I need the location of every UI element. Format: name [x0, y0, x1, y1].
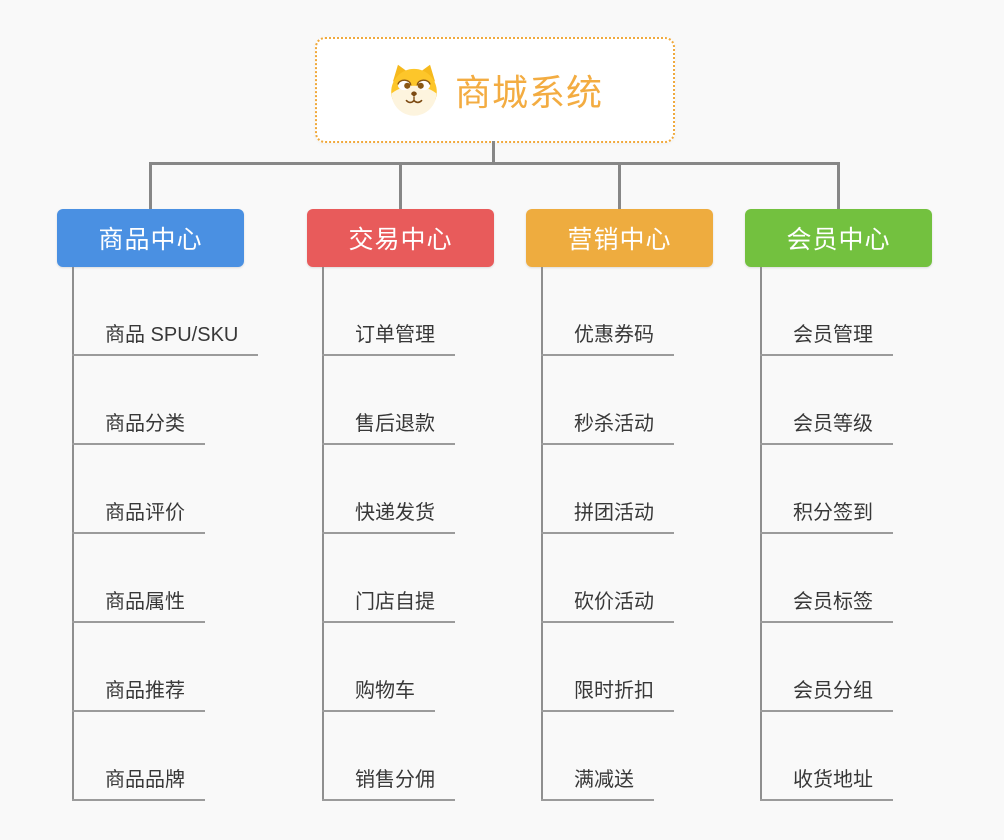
node-shipping-address[interactable]: 收货地址: [760, 767, 893, 801]
connector-drop-trade: [399, 163, 402, 210]
node-product-attribute[interactable]: 商品属性: [72, 589, 205, 623]
node-aftersale-refund[interactable]: 售后退款: [322, 411, 455, 445]
node-member-level[interactable]: 会员等级: [760, 411, 893, 445]
connector-horizontal-bar: [149, 162, 840, 165]
root-node-mall-system[interactable]: 商城系统: [315, 37, 675, 143]
branch-trade-center: 交易中心 订单管理 售后退款 快递发货 门店自提 购物车 销售分佣: [307, 209, 494, 801]
node-order-management[interactable]: 订单管理: [322, 322, 455, 356]
node-limited-time-discount[interactable]: 限时折扣: [541, 678, 674, 712]
node-group-buy[interactable]: 拼团活动: [541, 500, 674, 534]
branch-product-center: 商品中心 商品 SPU/SKU 商品分类 商品评价 商品属性 商品推荐 商品品牌: [57, 209, 259, 801]
node-member-management[interactable]: 会员管理: [760, 322, 893, 356]
connector-root-stem: [492, 141, 495, 164]
node-express-delivery[interactable]: 快递发货: [322, 500, 455, 534]
node-flash-sale[interactable]: 秒杀活动: [541, 411, 674, 445]
node-coupon-code[interactable]: 优惠券码: [541, 322, 674, 356]
branch-marketing-center: 营销中心 优惠券码 秒杀活动 拼团活动 砍价活动 限时折扣 满减送: [526, 209, 713, 801]
connector-drop-marketing: [618, 163, 621, 210]
node-sales-commission[interactable]: 销售分佣: [322, 767, 455, 801]
node-product-recommend[interactable]: 商品推荐: [72, 678, 205, 712]
node-shopping-cart[interactable]: 购物车: [322, 678, 435, 712]
node-product-spu-sku[interactable]: 商品 SPU/SKU: [72, 322, 259, 356]
branch-member-center: 会员中心 会员管理 会员等级 积分签到 会员标签 会员分组 收货地址: [745, 209, 932, 801]
shiba-dog-icon: [387, 63, 441, 117]
node-product-brand[interactable]: 商品品牌: [72, 767, 205, 801]
branch-header-trade-center[interactable]: 交易中心: [307, 209, 494, 267]
node-member-tag[interactable]: 会员标签: [760, 589, 893, 623]
root-node-title: 商城系统: [454, 72, 603, 113]
node-member-group[interactable]: 会员分组: [760, 678, 893, 712]
connector-drop-product: [149, 163, 152, 210]
branch-header-product-center[interactable]: 商品中心: [57, 209, 244, 267]
branch-header-member-center[interactable]: 会员中心: [745, 209, 932, 267]
node-store-pickup[interactable]: 门店自提: [322, 589, 455, 623]
node-product-category[interactable]: 商品分类: [72, 411, 205, 445]
branch-header-marketing-center[interactable]: 营销中心: [526, 209, 713, 267]
node-full-reduction[interactable]: 满减送: [541, 767, 654, 801]
node-product-review[interactable]: 商品评价: [72, 500, 205, 534]
connector-drop-member: [837, 163, 840, 210]
node-bargain-activity[interactable]: 砍价活动: [541, 589, 674, 623]
node-points-checkin[interactable]: 积分签到: [760, 500, 893, 534]
